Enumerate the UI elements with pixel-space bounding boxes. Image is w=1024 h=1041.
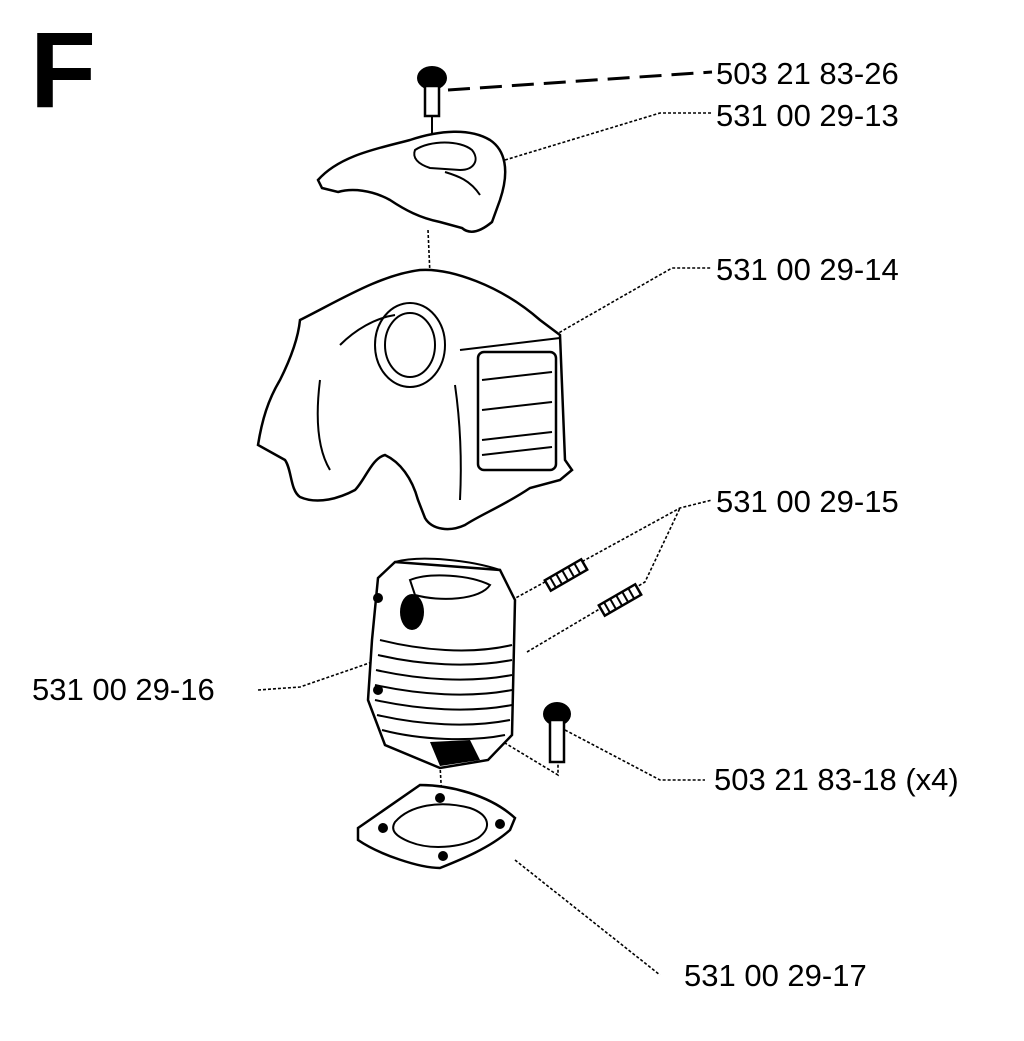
gasket-drawing — [356, 783, 517, 870]
center-axis-upper — [427, 229, 431, 276]
leader-line-p4b — [526, 507, 681, 653]
bolt-drawing — [543, 702, 571, 764]
leader-line-p1 — [447, 70, 713, 92]
part-label-studs: 531 00 29-15 — [716, 484, 899, 519]
studs-drawing — [543, 557, 643, 618]
part-label-cylinder: 531 00 29-16 — [32, 672, 215, 707]
leader-line-p2 — [504, 112, 712, 161]
section-letter: F — [30, 9, 96, 130]
part-label-top-cover: 531 00 29-13 — [716, 98, 899, 133]
cylinder-cover-drawing — [256, 268, 574, 531]
leader-line-p4a — [511, 499, 713, 601]
leader-line-p6 — [564, 729, 705, 781]
center-axis-lower — [439, 764, 443, 801]
top-cover-drawing — [316, 130, 507, 234]
screw-top-drawing — [417, 66, 447, 138]
leader-line-p7 — [514, 859, 661, 976]
leader-line-p5 — [257, 659, 379, 691]
part-label-screw-top: 503 21 83-26 — [716, 56, 899, 91]
cylinder-drawing — [366, 557, 517, 770]
part-label-cylinder-cover: 531 00 29-14 — [716, 252, 899, 287]
leader-line-p3 — [554, 267, 712, 336]
part-label-bolt: 503 21 83-18 (x4) — [714, 762, 959, 797]
part-label-gasket: 531 00 29-17 — [684, 958, 867, 993]
